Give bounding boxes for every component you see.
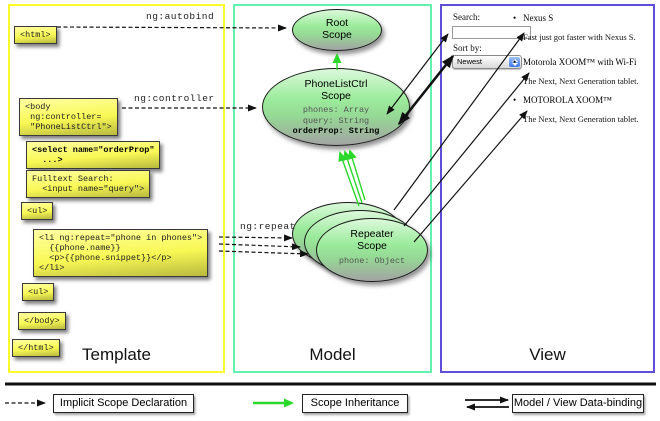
repeater-scope-ellipse-front: Repeater Scope phone: Object bbox=[316, 218, 428, 282]
root-scope-title: Root Scope bbox=[322, 17, 352, 41]
legend-scope-inheritance-box: Scope Inheritance bbox=[302, 394, 408, 413]
view-item-title: MOTOROLA XOOM™ bbox=[523, 95, 612, 105]
sort-dropdown[interactable]: Newest bbox=[452, 55, 522, 69]
view-item-title: Motorola XOOM™ with Wi-Fi bbox=[523, 57, 637, 67]
legend-implicit-scope-box: Implicit Scope Declaration bbox=[53, 394, 194, 413]
bullet-icon: • bbox=[513, 95, 517, 105]
template-section-title: Template bbox=[82, 345, 151, 364]
code-box-body-open: <body ng:controller= "PhoneListCtrl"> bbox=[19, 97, 118, 136]
phonelistctrl-scope-title: PhoneListCtrl Scope bbox=[304, 78, 368, 102]
code-box-ul-open: <ul> bbox=[21, 201, 54, 220]
code-box-ul-close: <ul> bbox=[22, 282, 55, 301]
phonelistctrl-prop-phones: phones: Array bbox=[302, 105, 370, 115]
ng-controller-label: ng:controller bbox=[134, 93, 215, 104]
search-input[interactable] bbox=[452, 26, 531, 39]
code-box-body-close: </body> bbox=[18, 311, 66, 330]
bullet-icon: • bbox=[513, 57, 517, 67]
phonelistctrl-prop-orderprop: orderProp: String bbox=[292, 126, 380, 136]
code-box-select: <select name="orderProp" ...> bbox=[26, 140, 161, 169]
phonelistctrl-scope-ellipse: PhoneListCtrl Scope phones: Array query:… bbox=[262, 68, 410, 146]
legend-data-binding-box: Model / View Data-binding bbox=[512, 394, 644, 413]
view-item-title: Nexus S bbox=[523, 13, 554, 23]
phonelistctrl-prop-query: query: String bbox=[302, 115, 370, 126]
view-item-desc: The Next, Next Generation tablet. bbox=[523, 76, 639, 86]
ng-repeat-label: ng:repeat bbox=[240, 221, 296, 232]
sort-by-label: Sort by: bbox=[453, 43, 482, 53]
repeater-scope-title: Repeater Scope bbox=[350, 228, 394, 252]
view-item-desc: Fast just got faster with Nexus S. bbox=[523, 32, 636, 42]
bullet-icon: • bbox=[513, 13, 517, 23]
code-box-li-repeat: <li ng:repeat="phone in phones"> {{phone… bbox=[33, 228, 209, 277]
model-section-frame bbox=[233, 4, 432, 373]
code-box-fulltext: Fulltext Search: <input name="query"> bbox=[26, 169, 151, 198]
root-scope-ellipse: Root Scope bbox=[292, 9, 382, 51]
view-item-desc: The Next, Next Generation tablet. bbox=[523, 114, 639, 124]
code-box-html-open: <html> bbox=[14, 25, 57, 44]
search-label: Search: bbox=[453, 12, 480, 22]
sort-dropdown-value: Newest bbox=[457, 57, 483, 66]
model-section-title: Model bbox=[309, 345, 356, 364]
repeater-prop-phone: phone: Object bbox=[338, 256, 406, 266]
ng-autobind-label: ng:autobind bbox=[146, 11, 215, 22]
view-section-title: View bbox=[529, 345, 566, 364]
code-box-html-close: </html> bbox=[12, 338, 60, 357]
